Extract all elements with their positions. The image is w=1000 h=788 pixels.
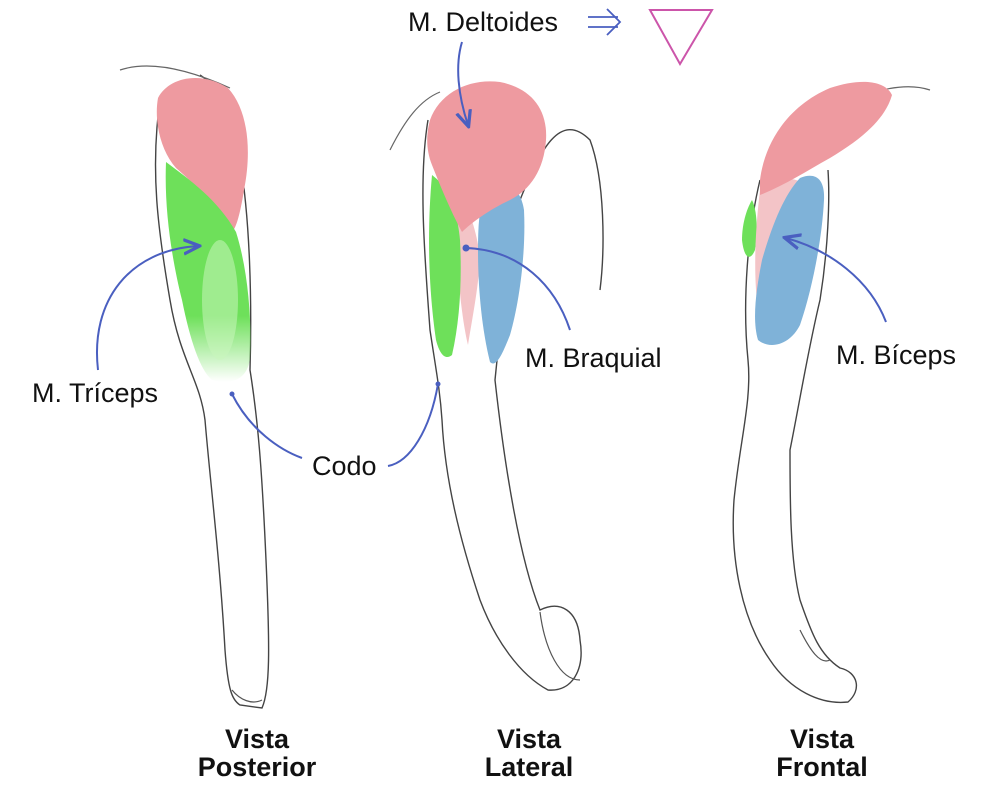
lateral-biceps xyxy=(478,184,525,364)
arrow-braquial xyxy=(465,247,571,331)
caption-frontal-line2: Frontal xyxy=(776,752,868,782)
arrow-triceps xyxy=(96,246,198,371)
arrow-codo-lateral xyxy=(387,383,439,467)
frontal-arm-outline xyxy=(732,169,858,704)
caption-frontal-line1: Vista xyxy=(789,724,855,754)
posterior-arm xyxy=(119,65,270,709)
posterior-arm-outline xyxy=(154,74,270,709)
label-codo: Codo xyxy=(312,451,377,481)
label-triceps: M. Tríceps xyxy=(32,378,159,408)
caption-posterior-line1: Vista xyxy=(224,724,290,754)
arrow-deltoides xyxy=(458,41,468,125)
frontal-deltoid xyxy=(760,81,892,195)
caption-posterior-line2: Posterior xyxy=(197,752,317,782)
caption-frontal: Vista Frontal xyxy=(722,725,922,781)
caption-lateral: Vista Lateral xyxy=(429,725,629,781)
frontal-arm xyxy=(732,81,931,704)
annotation-arrows xyxy=(96,8,887,467)
frontal-triceps xyxy=(742,200,757,257)
lateral-arm xyxy=(389,81,604,691)
caption-lateral-line2: Lateral xyxy=(484,752,574,782)
double-arrow-icon xyxy=(588,8,622,36)
label-deltoides: M. Deltoides xyxy=(408,7,559,37)
label-biceps: M. Bíceps xyxy=(836,340,957,370)
arrow-codo-posterior xyxy=(231,393,303,459)
inverted-triangle-icon xyxy=(648,9,714,67)
posterior-deltoid xyxy=(156,77,248,232)
lateral-triceps xyxy=(429,175,461,358)
label-braquial: M. Braquial xyxy=(525,343,662,373)
frontal-biceps xyxy=(755,175,825,345)
arrow-biceps xyxy=(786,238,887,323)
caption-lateral-line1: Vista xyxy=(496,724,562,754)
caption-posterior: Vista Posterior xyxy=(157,725,357,781)
